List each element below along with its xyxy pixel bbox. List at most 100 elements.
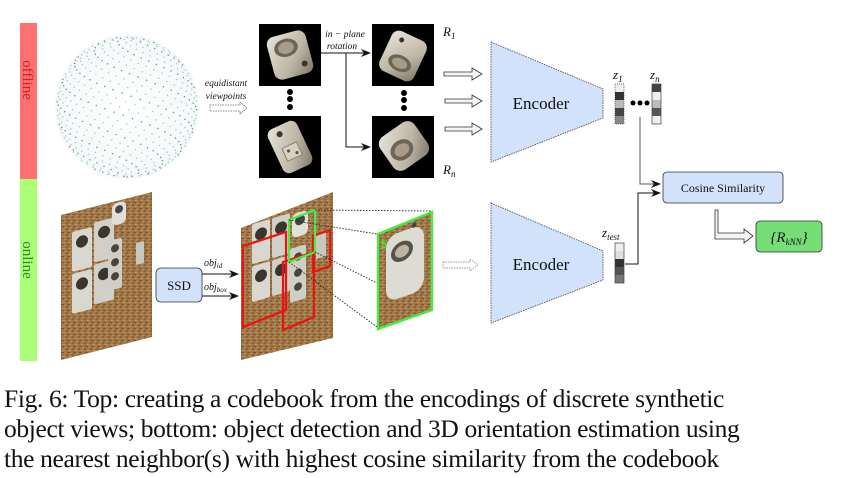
viewpoint-dot [121,92,123,94]
viewpoint-dot [196,108,198,111]
viewpoint-dot [109,42,112,45]
viewpoint-dot [61,132,64,134]
viewpoint-dot [193,110,195,113]
code-cell [615,108,624,116]
viewpoint-dot [57,95,60,98]
viewpoint-dot [73,62,76,65]
viewpoint-dot [181,82,184,84]
viewpoint-dot [76,154,78,156]
viewpoint-dot [140,39,142,41]
viewpoint-dot [183,95,186,98]
viewpoint-dot [174,120,176,122]
code-border [614,83,625,125]
viewpoint-dot [188,133,191,135]
viewpoint-dot [133,67,135,70]
viewpoint-dot [115,166,117,169]
viewpoint-dot [162,86,165,88]
viewpoint-dot [76,131,78,133]
viewpoint-dot [90,110,92,112]
viewpoint-dot [169,134,172,136]
viewpoint-dot [65,96,67,99]
viewpoint-dot [158,136,160,138]
viewpoint-dot [163,61,166,64]
viewpoint-dot [158,77,160,80]
viewpoint-dot [56,114,59,117]
viewpoint-dot [104,108,106,110]
viewpoint-dot [182,109,185,112]
viewpoint-dot [95,104,98,107]
viewpoint-dot [187,113,190,115]
viewpoint-dot [83,84,86,86]
viewpoint-dot [113,49,115,51]
viewpoint-dot [115,97,117,99]
viewpoint-dot [187,130,189,132]
viewpoint-dot [61,116,64,118]
viewpoint-dot [152,150,154,152]
viewpoint-dot [69,83,71,85]
viewpoint-dot [163,66,165,69]
viewpoint-dot [169,142,171,145]
viewpoint-dot [131,162,133,165]
viewpoint-dot [94,118,96,121]
viewpoint-dot [155,63,158,66]
viewpoint-dot [79,57,82,59]
viewpoint-dot [87,101,89,104]
viewpoint-dot [133,53,135,56]
viewpoint-dot [58,118,60,120]
viewpoint-dot [126,176,128,178]
viewpoint-dot [96,146,98,148]
viewpoint-dot [78,112,80,114]
viewpoint-dot [177,106,179,108]
viewpoint-dot [139,143,142,146]
viewpoint-dot [96,82,98,84]
viewpoint-dot [123,78,126,80]
viewpoint-dot [158,91,161,93]
viewpoint-dot [118,156,121,158]
viewpoint-dot [56,101,59,103]
code-vector-zn [651,83,662,125]
viewpoint-dot [84,67,87,69]
viewpoint-dot [70,64,72,67]
viewpoint-dot [142,51,144,54]
viewpoint-dot [188,99,191,101]
viewpoint-dot [180,147,183,149]
viewpoint-dot [68,145,71,148]
viewpoint-dot [125,173,127,175]
viewpoint-dot [195,95,197,97]
viewpoint-dot [58,112,61,115]
viewpoint-dot [161,72,163,74]
viewpoint-dot [187,80,189,82]
obj-id-label: objid [204,258,223,270]
viewpoint-dot [101,44,104,47]
viewpoint-dot [68,114,71,116]
viewpoint-dot [175,62,178,65]
viewpoint-dot [175,128,177,131]
viewpoint-dot [130,171,133,173]
viewpoint-dot [177,153,180,156]
viewpoint-dot [187,72,190,75]
viewpoint-dot [175,78,178,81]
viewpoint-dot [83,75,86,78]
viewpoint-dot [116,119,119,122]
viewpoint-dot [98,90,100,93]
viewpoint-dot [135,90,138,92]
viewpoint-dot [95,65,97,67]
viewpoint-dot [184,138,187,141]
viewpoint-dot [128,109,130,111]
viewpoint-dot [101,77,104,79]
viewpoint-dot [152,110,154,113]
viewpoint-dot [74,136,77,139]
viewpoint-dot [153,47,156,50]
viewpoint-dot [106,94,109,96]
viewpoint-dot [123,175,125,177]
viewpoint-dot [101,171,104,174]
viewpoint-dot [138,175,141,177]
viewpoint-dot [146,155,148,157]
viewpoint-dot [180,66,183,68]
viewpoint-dot [115,37,118,39]
detection-box-red-1 [241,230,288,329]
viewpoint-dot [158,144,160,147]
viewpoint-dot [59,87,61,89]
viewpoint-dot [156,58,159,60]
viewpoint-dot [159,166,161,168]
